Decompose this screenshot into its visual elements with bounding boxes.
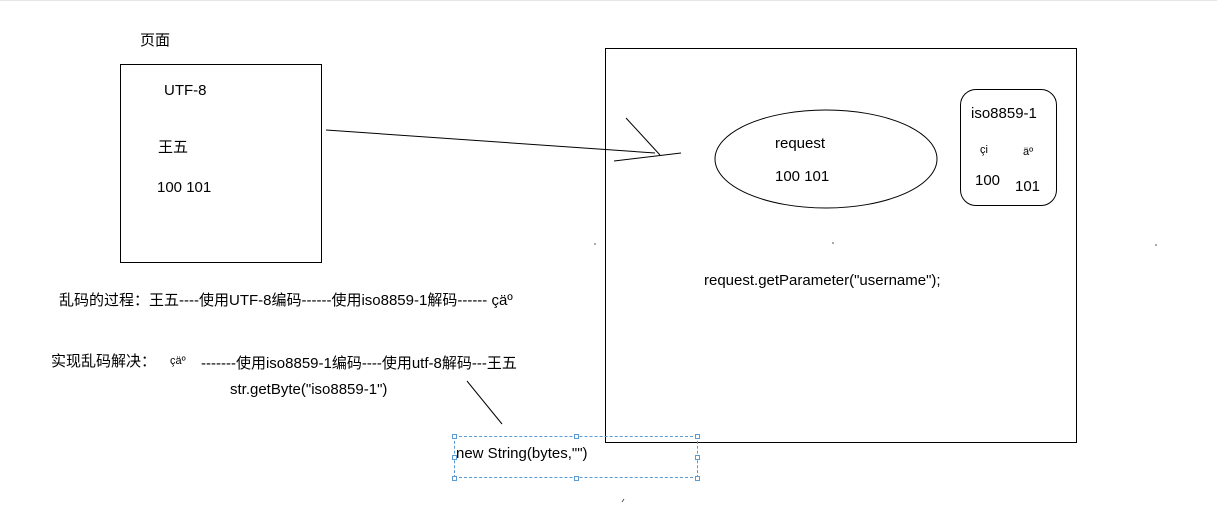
arrow-head-lower — [613, 152, 682, 162]
request-ellipse — [714, 109, 938, 209]
garble-process-line: 乱码的过程：王五----使用UTF-8编码------使用iso8859-1解码… — [59, 292, 513, 309]
solution-prefix: 实现乱码解决： — [51, 353, 157, 370]
stray-mark-4 — [621, 498, 625, 503]
resize-handle-bottom-right[interactable] — [695, 476, 700, 481]
arrow-head-upper — [625, 117, 661, 156]
new-string-call[interactable]: new String(bytes,"") — [456, 445, 588, 462]
resize-handle-middle-right[interactable] — [695, 455, 700, 460]
resize-handle-middle-left[interactable] — [452, 455, 457, 460]
resize-handle-top-right[interactable] — [695, 434, 700, 439]
request-bytes-value: 100 101 — [775, 168, 830, 185]
iso-box — [960, 89, 1057, 206]
connector-line — [466, 380, 503, 425]
request-label: request — [775, 135, 826, 152]
page-encoding-label: UTF-8 — [164, 82, 207, 99]
page-title: 页面 — [140, 32, 171, 49]
get-byte-call: str.getByte("iso8859-1") — [230, 381, 388, 398]
resize-handle-top-center[interactable] — [574, 434, 579, 439]
iso-byte-1: 100 — [975, 172, 1001, 189]
iso-byte-2: 101 — [1015, 178, 1041, 195]
resize-handle-bottom-center[interactable] — [574, 476, 579, 481]
iso-char-1: çi — [980, 144, 988, 156]
iso-title: iso8859-1 — [971, 105, 1037, 122]
solution-steps: -------使用iso8859-1编码----使用utf-8解码---王五 — [201, 355, 517, 372]
resize-handle-top-left[interactable] — [452, 434, 457, 439]
resize-handle-bottom-left[interactable] — [452, 476, 457, 481]
arrow-shaft — [325, 129, 656, 154]
server-box — [605, 48, 1077, 443]
top-divider — [0, 0, 1217, 1]
get-parameter-call: request.getParameter("username"); — [704, 272, 941, 289]
iso-char-2: äº — [1023, 146, 1034, 158]
page-bytes-value: 100 101 — [157, 179, 212, 196]
solution-garbled-text: çäº — [170, 355, 186, 367]
page-box — [120, 64, 322, 263]
page-name-value: 王五 — [158, 139, 189, 156]
